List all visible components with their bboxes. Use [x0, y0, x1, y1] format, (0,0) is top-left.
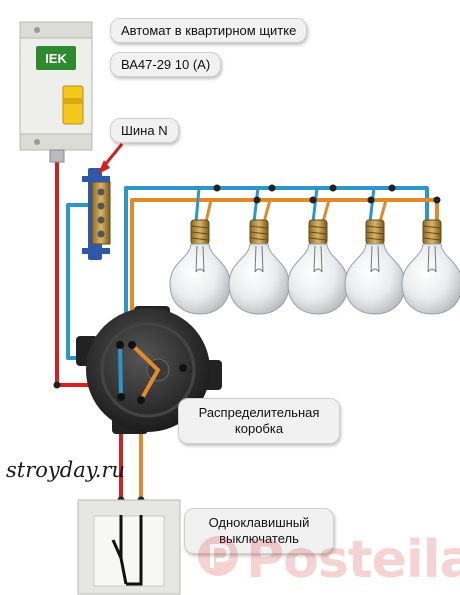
- bulb-2: [228, 219, 290, 315]
- breaker-brand: IEK: [45, 51, 67, 66]
- breaker-model-label: ВА47-29 10 (А): [110, 52, 222, 77]
- bulb-4: [344, 219, 406, 315]
- neutral-wire-lamps: [124, 186, 429, 332]
- bulb-5: [401, 219, 460, 315]
- breaker-brand-plate: [36, 46, 76, 70]
- circuit-breaker: IEK: [19, 21, 93, 163]
- lamp-drops: [194, 186, 388, 224]
- pointer-arrow: [98, 143, 124, 174]
- bulb-1: [169, 219, 231, 315]
- junction-box-label: Распределительная коробка: [178, 398, 340, 444]
- bulbs: [169, 219, 460, 315]
- switch-label: Одноклавишный выключатель: [184, 508, 334, 554]
- watermark-text: Posteila.ru: [246, 530, 460, 590]
- watermark-icon: [198, 536, 238, 576]
- breaker-label: Автомат в квартирном щитке: [110, 18, 308, 43]
- breaker-handle: [62, 85, 84, 125]
- light-switch: [77, 499, 181, 595]
- neutral-bus-bar: [82, 168, 111, 260]
- bulb-3: [287, 219, 349, 315]
- site-name: stroyday.ru: [6, 458, 126, 482]
- bus-label: Шина N: [110, 118, 179, 143]
